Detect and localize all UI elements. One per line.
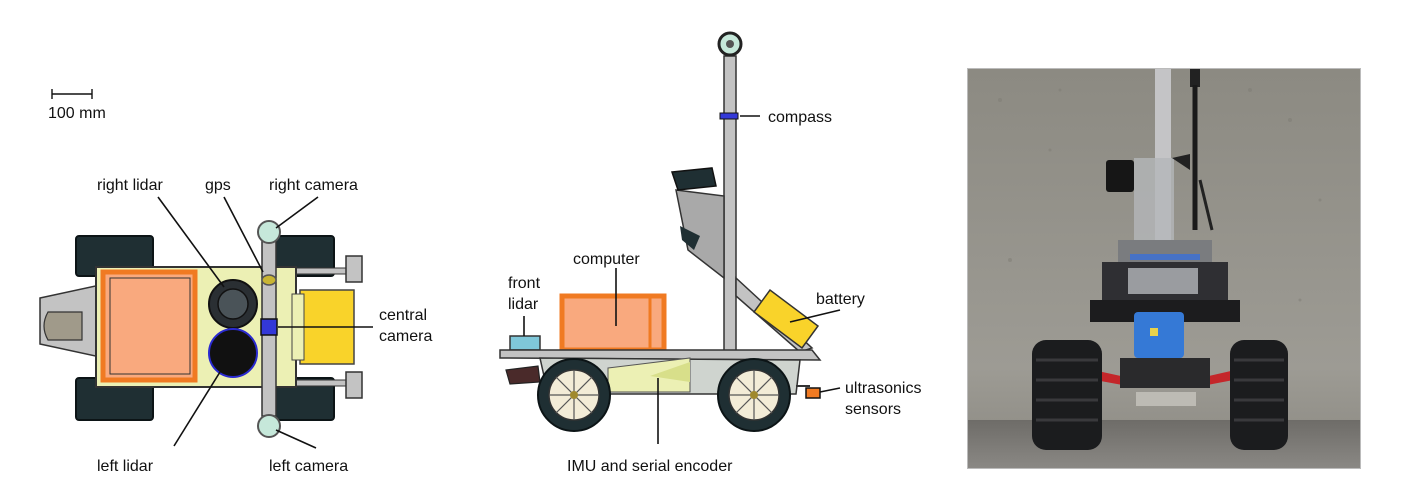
- label-central-camera-1: central: [379, 307, 427, 324]
- bumper-rear-right: [345, 371, 363, 399]
- side-view-diagram: compass computer front lidar battery ult…: [499, 31, 921, 475]
- computer-top: [100, 269, 198, 383]
- front-lidar-side: [509, 335, 541, 351]
- compass-side: [719, 112, 739, 120]
- right-camera-top: [257, 220, 281, 244]
- ultrasonic-sensor-side: [805, 387, 821, 399]
- gps-top: [261, 274, 277, 286]
- label-gps: gps: [205, 177, 231, 194]
- scale-bar-label: 100 mm: [48, 105, 106, 122]
- central-camera-top: [260, 318, 278, 336]
- robot-photo: [967, 68, 1361, 469]
- computer-side: [559, 293, 667, 353]
- label-central-camera-2: camera: [379, 328, 432, 345]
- label-imu: IMU and serial encoder: [567, 458, 733, 475]
- label-left-lidar: left lidar: [97, 458, 154, 475]
- mast-side: [723, 55, 737, 353]
- label-computer: computer: [573, 251, 640, 268]
- label-ultrasonics-1: ultrasonics: [845, 380, 921, 397]
- left-lidar-top: [208, 328, 258, 378]
- label-left-camera: left camera: [269, 458, 348, 475]
- wheel-front-side: [717, 358, 791, 432]
- left-camera-top: [257, 414, 281, 438]
- scale-bar: 100 mm: [48, 89, 106, 122]
- wheel-rear-side: [537, 358, 611, 432]
- top-view-diagram: right lidar gps right camera central cam…: [39, 177, 432, 475]
- label-ultrasonics-2: sensors: [845, 401, 901, 418]
- battery-side: [752, 288, 820, 350]
- bumper-front-right: [345, 255, 363, 283]
- label-battery: battery: [816, 291, 865, 308]
- label-right-lidar: right lidar: [97, 177, 163, 194]
- label-compass: compass: [768, 109, 832, 126]
- platform-side: [499, 349, 822, 361]
- label-right-camera: right camera: [269, 177, 358, 194]
- label-front-lidar-1: front: [508, 275, 541, 292]
- label-front-lidar-2: lidar: [508, 296, 539, 313]
